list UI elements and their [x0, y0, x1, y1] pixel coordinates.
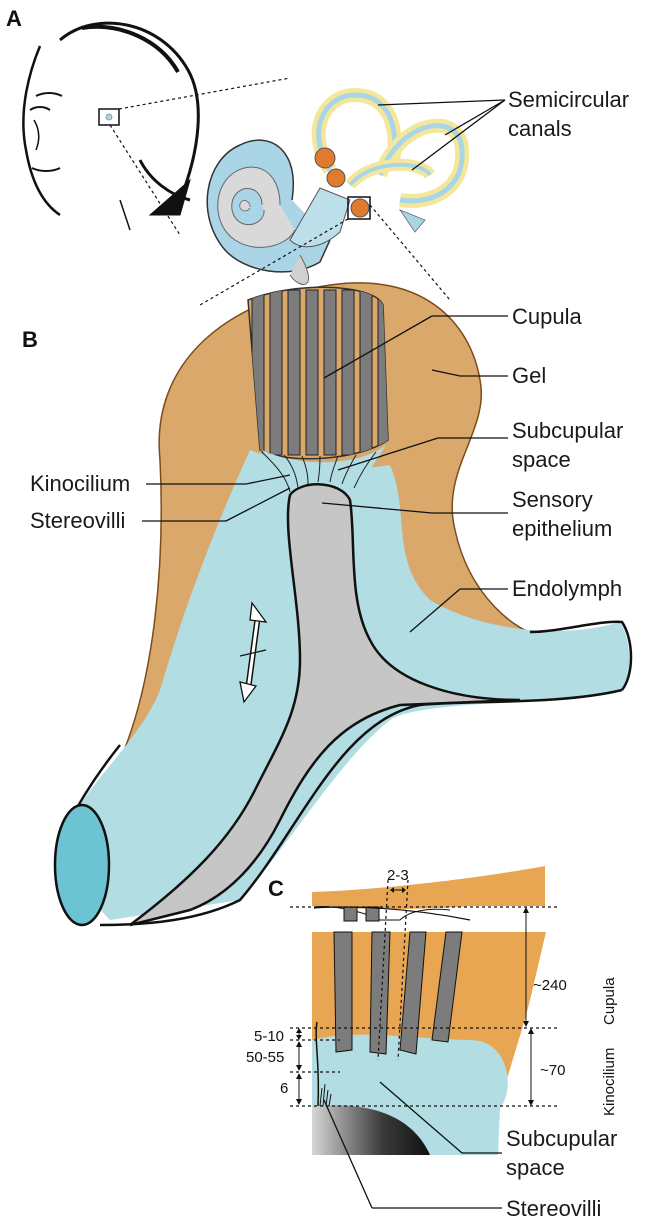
cupula-cap — [312, 866, 545, 909]
kinocilium-side-label: Kinocilium — [601, 1048, 618, 1116]
gap-label: 5-10 — [254, 1028, 284, 1045]
c-stereovilli-label: Stereovilli — [506, 1196, 601, 1221]
cap-stripe — [344, 907, 357, 921]
c-stripe — [370, 932, 390, 1054]
panel-b: B — [22, 283, 631, 925]
panel-c: C — [246, 866, 618, 1221]
sensory-label-line1: Sensory — [512, 487, 593, 512]
cupula-label: Cupula — [512, 304, 582, 329]
panel-a: A — [6, 6, 629, 305]
zoom-line-bottom — [110, 125, 180, 235]
ampulla-lateral — [327, 169, 345, 187]
cupula-side-label: Cupula — [601, 977, 618, 1025]
cupula-height-label: ~240 — [533, 977, 567, 994]
stereovilli-label: Stereovilli — [30, 508, 125, 533]
c-subcupular-label-line2: space — [506, 1155, 565, 1180]
kinocilium-height-label: ~70 — [540, 1062, 565, 1079]
subcupular-label-line2: space — [512, 447, 571, 472]
canal-opening — [55, 805, 109, 925]
endolymphatic-sac — [400, 210, 425, 232]
c-stripe — [334, 932, 352, 1052]
inner-ear — [207, 95, 462, 285]
ampulla-posterior — [351, 199, 369, 217]
cap-stripe — [366, 907, 379, 921]
endolymph-label: Endolymph — [512, 576, 622, 601]
subcupular-label-line1: Subcupular — [512, 418, 623, 443]
ampulla-anterior — [315, 148, 335, 168]
break-gap — [312, 922, 552, 932]
inner-ear-miniature — [106, 114, 112, 120]
sensory-label-line2: epithelium — [512, 516, 612, 541]
gel-label: Gel — [512, 363, 546, 388]
zoom-line-top — [119, 78, 290, 109]
mid-label: 50-55 — [246, 1049, 284, 1066]
cupula-stripe — [288, 290, 300, 455]
dim-kinocilium — [528, 1028, 534, 1106]
cupula-stripe — [270, 290, 282, 455]
width-label: 2-3 — [387, 867, 409, 884]
semicircular-canals-label-line1: Semicircular — [508, 87, 629, 112]
canals-leader-2 — [445, 100, 505, 135]
stereo-height-label: 6 — [280, 1080, 288, 1097]
kinocilium-label: Kinocilium — [30, 471, 130, 496]
cupula-stripe — [306, 290, 318, 455]
semicircular-canals-label-line2: canals — [508, 116, 572, 141]
panel-b-label: B — [22, 327, 38, 352]
panel-a-label: A — [6, 6, 22, 31]
canals-leader-1 — [378, 100, 505, 105]
cap-curve — [314, 907, 470, 920]
panel-c-label: C — [268, 876, 284, 901]
cochlea-center — [240, 200, 250, 211]
cupula-stripe — [360, 290, 372, 455]
c-subcupular-label-line1: Subcupular — [506, 1126, 617, 1151]
cupula-stripe — [342, 290, 354, 455]
